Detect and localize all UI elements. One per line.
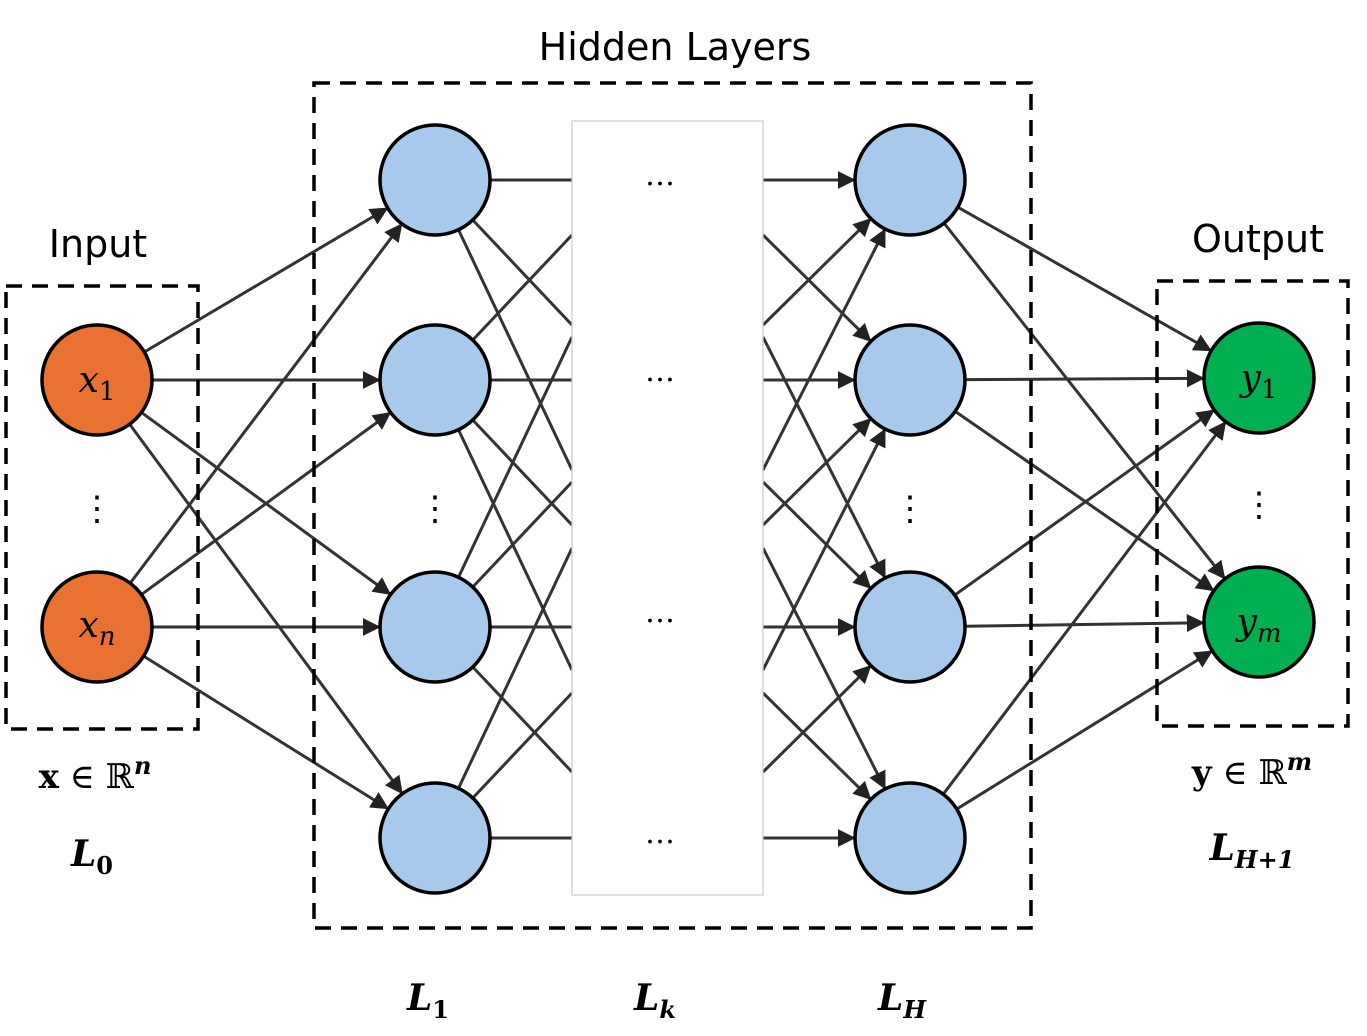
edge-l1-to-middle [457, 336, 574, 578]
middle-ellipses: … … … … [645, 158, 675, 851]
edge-middle-to-lh [761, 547, 887, 790]
output-node [1202, 321, 1316, 435]
edge-middle-to-lh [761, 428, 887, 671]
hidden-node-l1 [378, 570, 492, 684]
node-label-x1: x1 [79, 360, 116, 407]
input-layer-box [4, 284, 200, 731]
output-layer-box [1155, 279, 1350, 728]
edge-input-to-l1 [142, 654, 390, 810]
edges-group [128, 171, 1227, 847]
edge-lh-to-output [942, 421, 1227, 796]
node-label-ym: ym [1235, 602, 1282, 649]
edge-lh-to-output [964, 614, 1205, 633]
edge-middle-to-lh [761, 480, 872, 589]
middle-ellipsis-1: … [645, 158, 675, 193]
edge-middle-to-lh [761, 665, 872, 774]
edge-middle-to-lh [761, 418, 872, 527]
layer-label-lh1: LH+1 [1209, 827, 1295, 874]
edge-middle-to-lh [761, 691, 872, 800]
edge-input-to-l1 [140, 411, 392, 596]
edge-input-to-l1 [128, 423, 403, 795]
edge-input-to-l1 [143, 207, 389, 354]
edge-lh-to-output [957, 205, 1212, 352]
edge-middle-to-lh [761, 218, 872, 327]
layer-label-lh: LH [877, 977, 927, 1024]
output-node [1202, 565, 1316, 679]
edge-middle-to-lh [761, 336, 887, 579]
layer-label-l0: L0 [70, 833, 113, 880]
edge-l1-to-middle [457, 429, 574, 671]
edge-lh-to-output [964, 369, 1205, 388]
hidden-node-l1 [378, 123, 492, 237]
hidden-node-lh [853, 323, 967, 437]
node-label-xn: xn [78, 605, 115, 652]
input-node [40, 570, 154, 684]
middle-ellipsis-3: … [645, 595, 675, 630]
hidden-node-lh [853, 123, 967, 237]
edge-l1-to-middle [457, 547, 574, 789]
hidden-node-lh [853, 781, 967, 895]
output-vertical-ellipsis: ⋮ [1242, 485, 1276, 525]
edge-l1-to-middle [471, 233, 574, 342]
l1-vertical-ellipsis: ⋮ [418, 489, 452, 529]
edge-lh-to-output [953, 409, 1215, 597]
layer-label-lk: Lk [633, 977, 676, 1024]
nodes-group [40, 123, 1316, 895]
edge-l1-to-middle [471, 691, 574, 800]
hidden-node-l1 [378, 781, 492, 895]
edge-l1-to-middle [471, 480, 574, 589]
edge-l1-to-middle [471, 665, 574, 774]
middle-layers-box [571, 120, 764, 896]
edge-lh-to-output [954, 410, 1215, 592]
node-label-y1: y1 [1239, 358, 1278, 405]
edge-input-to-l1 [128, 223, 403, 585]
output-title: Output [1192, 217, 1324, 261]
edge-middle-to-lh [761, 233, 872, 342]
edge-middle-to-lh [761, 228, 887, 471]
middle-ellipsis-2: … [645, 354, 675, 389]
edge-l1-to-middle [471, 418, 574, 527]
edge-lh-to-output [942, 222, 1226, 580]
input-vertical-ellipsis: ⋮ [80, 489, 114, 529]
hidden-node-lh [853, 570, 967, 684]
hidden-node-l1 [378, 323, 492, 437]
input-node [40, 323, 154, 437]
output-space-label: y ∈ ℝm [1191, 747, 1312, 793]
edge-l1-to-middle [471, 218, 574, 327]
input-title: Input [49, 222, 147, 266]
hidden-layers-title: Hidden Layers [539, 25, 812, 69]
lh-vertical-ellipsis: ⋮ [893, 489, 927, 529]
layer-label-l1: L1 [406, 977, 449, 1024]
edge-lh-to-output [955, 650, 1213, 811]
middle-ellipsis-4: … [645, 816, 675, 851]
edge-l1-to-middle [457, 229, 574, 471]
input-space-label: x ∈ ℝn [39, 751, 152, 797]
